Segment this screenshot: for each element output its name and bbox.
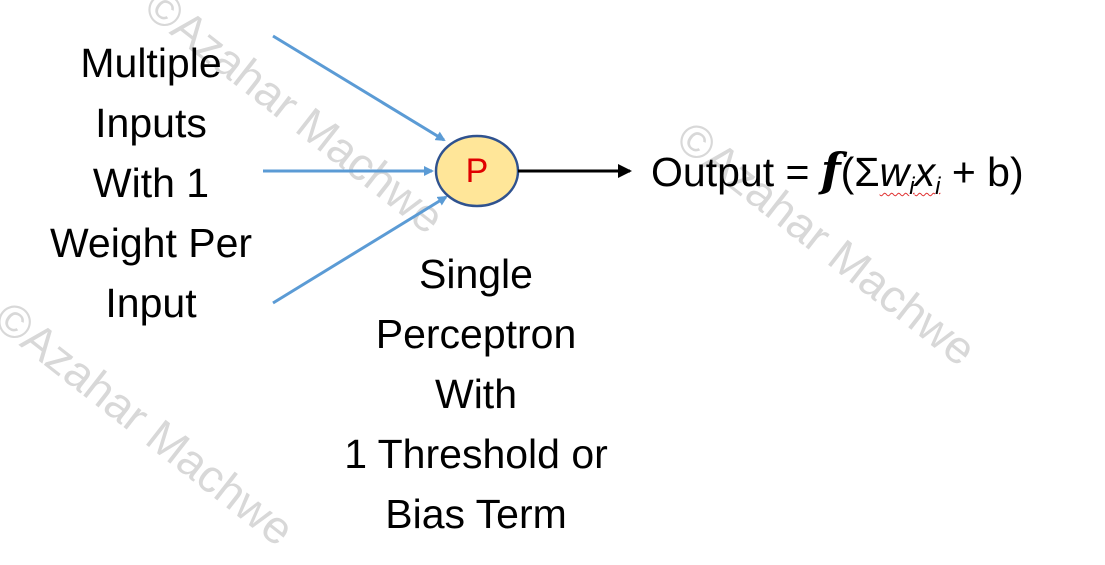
perceptron-label-line: Single (419, 251, 533, 297)
inputs-label-line: With 1 (92, 160, 210, 206)
perceptron-label-line: With (435, 371, 517, 417)
perceptron-label: Single Perceptron With 1 Threshold or Bi… (316, 244, 636, 544)
activation-function-symbol: f (820, 143, 841, 197)
perceptron-label-line: 1 Threshold or (344, 431, 608, 477)
input-variable: xi (914, 149, 941, 200)
equation-rest: + b) (940, 149, 1024, 195)
output-equation: Output = f(Σwixi + b) (651, 140, 1024, 217)
perceptron-node-label: P (465, 152, 489, 190)
inputs-label-line: Weight Per (49, 220, 253, 266)
perceptron-label-line: Bias Term (385, 491, 567, 537)
input-arrow-top (272, 34, 446, 142)
weight-variable: wi (879, 149, 915, 200)
inputs-label-line: Inputs (95, 100, 207, 146)
inputs-label: Multiple Inputs With 1 Weight Per Input (20, 33, 282, 333)
input-subscript: i (935, 173, 941, 200)
weight-symbol: w (879, 149, 910, 195)
inputs-label-line: Input (105, 280, 197, 326)
input-arrow-bottom (272, 195, 448, 305)
inputs-label-line: Multiple (80, 40, 222, 86)
output-prefix: Output = (651, 149, 821, 195)
perceptron-label-line: Perceptron (375, 311, 577, 357)
weight-subscript: i (909, 173, 915, 200)
sigma-symbol: Σ (854, 149, 880, 195)
input-symbol: x (914, 149, 936, 195)
open-paren: ( (840, 149, 855, 195)
